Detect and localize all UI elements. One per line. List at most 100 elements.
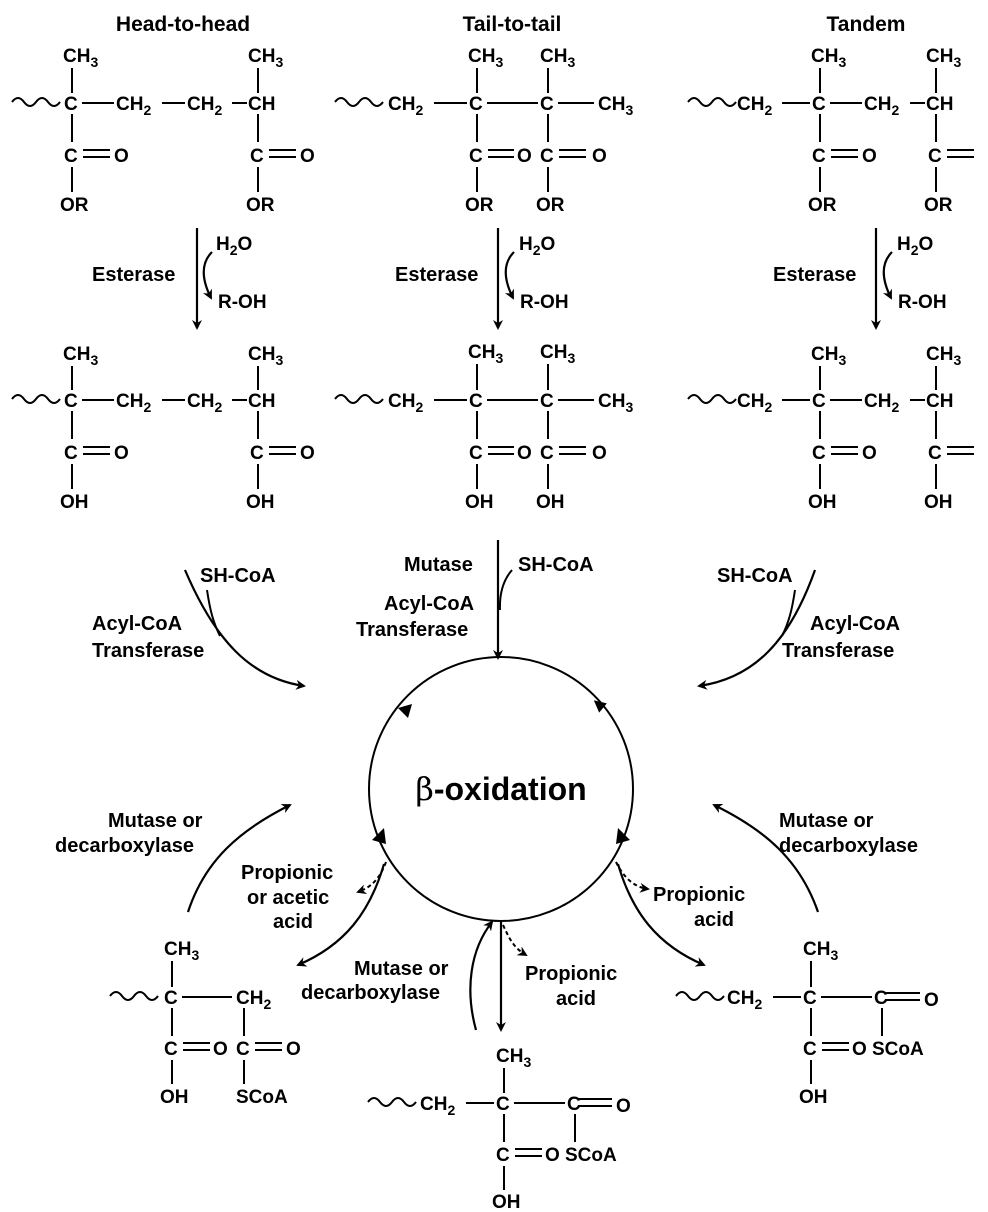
ch3-group: CH3 bbox=[811, 46, 846, 70]
ch3-group: CH3 bbox=[803, 939, 838, 963]
ch-group: CH bbox=[926, 94, 953, 115]
ester-or: OR bbox=[465, 195, 494, 216]
acid-label: acid bbox=[694, 909, 734, 931]
lower-left-acyl-coa: CH3 C CH2 C O OH C O SCoA bbox=[109, 939, 301, 1108]
carbonyl-carbon: C bbox=[250, 443, 264, 464]
cycle-arrowhead bbox=[372, 828, 386, 844]
header-tandem: Tandem bbox=[827, 13, 906, 36]
ch2-group: CH2 bbox=[388, 94, 423, 118]
tandem-acid: CH2 C CH3 CH2 CH CH3 C O OH C OH bbox=[687, 344, 974, 513]
polymer-chain-wavy bbox=[11, 394, 61, 404]
carbonyl-oxygen: O bbox=[852, 1039, 867, 1060]
hydroxyl: OH bbox=[246, 492, 275, 513]
hydroxyl: OH bbox=[160, 1087, 189, 1108]
transferase-label: Transferase bbox=[782, 640, 894, 662]
polymer-chain-wavy bbox=[109, 991, 159, 1001]
tandem-ester: CH2 C CH3 CH2 CH CH3 C O OR C OR bbox=[687, 46, 974, 216]
cycle-arrowhead bbox=[398, 704, 412, 718]
coa-activation-left: SH-CoA Acyl-CoA Transferase bbox=[92, 565, 306, 690]
carbonyl-oxygen: O bbox=[213, 1039, 228, 1060]
propionic-label: Propionic bbox=[653, 884, 745, 906]
scoa-group: SCoA bbox=[872, 1039, 924, 1060]
acyl-coa-label: Acyl-CoA bbox=[810, 613, 900, 635]
esterase-step-middle: Esterase H2O R-OH bbox=[395, 228, 569, 330]
cycle-arrowhead bbox=[593, 700, 607, 713]
decarboxylase-label: decarboxylase bbox=[779, 835, 918, 857]
lower-center-acyl-coa: CH2 C CH3 C O C O SCoA OH bbox=[367, 1046, 631, 1212]
quaternary-carbon: C bbox=[164, 988, 178, 1009]
lower-right-pathway: Mutase or decarboxylase Propionic acid bbox=[615, 804, 918, 967]
polymer-chain-wavy bbox=[334, 97, 384, 107]
ch2-group: CH2 bbox=[864, 94, 899, 118]
quaternary-carbon: C bbox=[540, 391, 554, 412]
quaternary-carbon: C bbox=[812, 94, 826, 115]
polymer-chain-wavy bbox=[367, 1097, 417, 1107]
head-to-head-ester: CH3 C CH2 CH2 CH CH3 C O OR C O OR bbox=[11, 46, 315, 216]
quaternary-carbon: C bbox=[812, 391, 826, 412]
lower-right-acyl-coa: CH2 C CH3 C O C O SCoA OH bbox=[675, 939, 939, 1108]
esterase-label: Esterase bbox=[773, 264, 856, 286]
lower-left-pathway: Mutase or decarboxylase Propionic or ace… bbox=[55, 804, 387, 967]
or-acetic-label: or acetic bbox=[247, 887, 329, 909]
polymer-chain-wavy bbox=[687, 394, 737, 404]
ch3-group: CH3 bbox=[926, 46, 961, 70]
tail-to-tail-ester: CH2 C CH3 C CH3 CH3 C O OR C O OR bbox=[334, 46, 633, 216]
tail-to-tail-acid: CH2 C CH3 C CH3 CH3 C O OH C O OH bbox=[334, 342, 633, 513]
ch2-group: CH2 bbox=[187, 391, 222, 415]
carbonyl-oxygen: O bbox=[545, 1145, 560, 1166]
carbonyl-oxygen: O bbox=[286, 1039, 301, 1060]
ch3-group: CH3 bbox=[926, 344, 961, 368]
carbonyl-carbon: C bbox=[540, 146, 554, 167]
ch2-group: CH2 bbox=[727, 988, 762, 1012]
ch3-group: CH3 bbox=[540, 46, 575, 70]
decarboxylase-label: decarboxylase bbox=[55, 835, 194, 857]
ch3-group: CH3 bbox=[63, 46, 98, 70]
mutase-label: Mutase bbox=[404, 554, 473, 576]
carbonyl-carbon: C bbox=[496, 1145, 510, 1166]
carbonyl-oxygen: O bbox=[114, 146, 129, 167]
carbonyl-carbon: C bbox=[469, 146, 483, 167]
acid-label: acid bbox=[273, 911, 313, 933]
transferase-label: Transferase bbox=[92, 640, 204, 662]
header-head-to-head: Head-to-head bbox=[116, 13, 250, 36]
ch2-group: CH2 bbox=[116, 94, 151, 118]
ch3-group: CH3 bbox=[598, 391, 633, 415]
ch3-group: CH3 bbox=[248, 46, 283, 70]
ch3-group: CH3 bbox=[248, 344, 283, 368]
acyl-coa-label: Acyl-CoA bbox=[92, 613, 182, 635]
ch-group: CH bbox=[248, 391, 275, 412]
carbonyl-oxygen: O bbox=[300, 146, 315, 167]
mutase-or-label: Mutase or bbox=[108, 810, 203, 832]
hydroxyl: OH bbox=[536, 492, 565, 513]
ch2-group: CH2 bbox=[236, 988, 271, 1012]
water-label: H2O bbox=[519, 234, 555, 258]
ester-or: OR bbox=[246, 195, 275, 216]
esterase-label: Esterase bbox=[92, 264, 175, 286]
carbonyl-carbon: C bbox=[164, 1039, 178, 1060]
header-tail-to-tail: Tail-to-tail bbox=[463, 13, 562, 36]
propionic-label: Propionic bbox=[241, 862, 333, 884]
carbonyl-carbon: C bbox=[469, 443, 483, 464]
quaternary-carbon: C bbox=[469, 391, 483, 412]
carbonyl-oxygen: O bbox=[517, 443, 532, 464]
hydroxyl: OH bbox=[924, 492, 953, 513]
propionic-label: Propionic bbox=[525, 963, 617, 985]
carbonyl-carbon: C bbox=[64, 443, 78, 464]
mutase-or-label: Mutase or bbox=[779, 810, 874, 832]
carbonyl-oxygen: O bbox=[114, 443, 129, 464]
carbonyl-carbon: C bbox=[540, 443, 554, 464]
quaternary-carbon: C bbox=[64, 94, 78, 115]
scoa-group: SCoA bbox=[236, 1087, 288, 1108]
ch2-group: CH2 bbox=[737, 94, 772, 118]
mutase-or-label: Mutase or bbox=[354, 958, 449, 980]
polymer-chain-wavy bbox=[11, 97, 61, 107]
coa-activation-right: SH-CoA Acyl-CoA Transferase bbox=[697, 565, 900, 690]
esterase-step-left: Esterase H2O R-OH bbox=[92, 228, 267, 330]
ch2-group: CH2 bbox=[388, 391, 423, 415]
ch3-group: CH3 bbox=[811, 344, 846, 368]
quaternary-carbon: C bbox=[496, 1094, 510, 1115]
ester-or: OR bbox=[536, 195, 565, 216]
ch3-group: CH3 bbox=[164, 939, 199, 963]
